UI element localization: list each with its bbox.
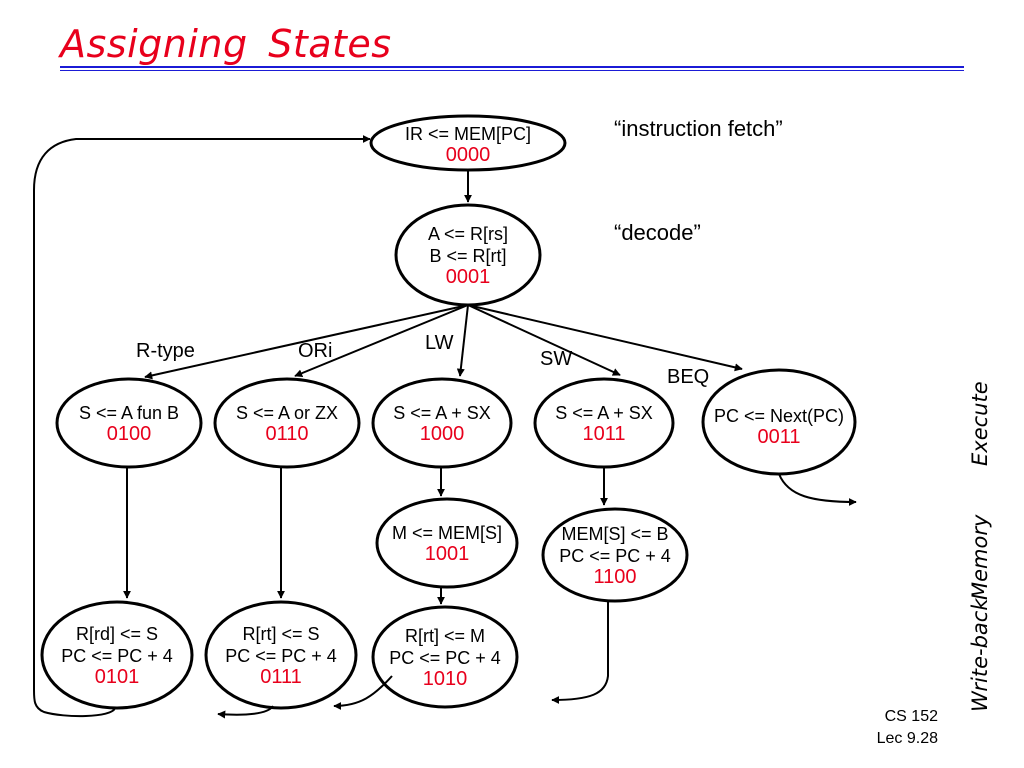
arrow-beq-exit — [778, 473, 857, 506]
state-rtype-exec-ellipse — [55, 377, 203, 469]
state-sw-exec-code: 1011 — [582, 423, 626, 445]
state-rtype-exec-line-1: S <= A fun B — [78, 403, 180, 423]
stage-label-writeback: Write-back — [968, 598, 992, 712]
state-decode: A <= R[rs] B <= R[rt] 0001 — [396, 205, 540, 305]
state-ori-exec-line-1: S <= A or ZX — [235, 403, 339, 423]
stage-label-execute: Execute — [968, 381, 992, 466]
state-rtype-wb-code: 0101 — [94, 666, 140, 688]
state-fetch-code: 0000 — [445, 144, 491, 166]
footer-course: CS 152 — [884, 708, 938, 725]
state-sw-exec: S <= A + SX 1011 — [535, 379, 673, 467]
state-fetch-line-1: IR <= MEM[PC] — [404, 124, 532, 144]
arrow-decode-to-sw — [467, 304, 621, 376]
state-lw-mem: M <= MEM[S] 1001 — [377, 499, 517, 587]
stage-label-memory: Memory — [968, 514, 992, 600]
state-ori-wb-code: 0111 — [260, 666, 302, 688]
edge-label-lw: LW — [425, 332, 454, 354]
state-ori-wb-line-2: PC <= PC + 4 — [225, 646, 337, 666]
state-ori-exec-ellipse — [213, 377, 361, 469]
arrow-decode-to-lw — [456, 304, 469, 377]
edge-label-rtype: R-type — [136, 340, 195, 362]
arrow-ori-exit — [217, 705, 274, 719]
state-beq-exec-code: 0011 — [757, 426, 801, 448]
state-decode-line-1: A <= R[rs] — [427, 224, 509, 244]
arrow-decode-to-beq — [467, 304, 743, 372]
slide-title: Assigning States — [60, 22, 392, 66]
state-fetch: IR <= MEM[PC] 0000 — [370, 116, 566, 172]
state-lw-mem-line-1: M <= MEM[S] — [391, 523, 503, 543]
state-sw-exec-line-1: S <= A + SX — [555, 403, 653, 423]
arrow-return-to-fetch — [33, 135, 371, 718]
state-fetch-ellipse — [369, 114, 567, 172]
state-sw-mem-line-2: PC <= PC + 4 — [559, 546, 671, 566]
footer-lecture: Lec 9.28 — [876, 730, 938, 747]
state-ori-wb-line-1: R[rt] <= S — [242, 624, 320, 644]
state-lw-mem-code: 1001 — [424, 543, 470, 565]
note-decode: “decode” — [614, 220, 701, 245]
state-lw-wb-code: 1010 — [422, 668, 468, 690]
state-sw-mem-line-1: MEM[S] <= B — [561, 524, 669, 544]
arrow-decode-to-ori — [294, 304, 469, 377]
title-rule — [60, 66, 964, 68]
state-decode-code: 0001 — [445, 266, 491, 288]
state-rtype-exec: S <= A fun B 0100 — [57, 379, 201, 467]
state-rtype-wb: R[rd] <= S PC <= PC + 4 0101 — [42, 602, 192, 708]
edge-label-beq: BEQ — [667, 366, 710, 388]
title-rule-thin — [60, 70, 964, 71]
state-ori-exec-code: 0110 — [265, 423, 309, 445]
state-lw-wb: R[rt] <= M PC <= PC + 4 1010 — [373, 607, 517, 707]
state-lw-exec-code: 1000 — [419, 423, 465, 445]
edge-label-sw: SW — [540, 348, 573, 370]
state-lw-mem-ellipse — [375, 497, 519, 589]
slide-footer: CS 152 Lec 9.28 — [877, 706, 938, 750]
state-sw-mem-ellipse — [541, 507, 689, 603]
state-sw-mem: MEM[S] <= B PC <= PC + 4 1100 — [543, 509, 687, 601]
arrow-decode-to-rtype — [144, 304, 469, 380]
edge-label-ori: ORi — [298, 340, 333, 362]
state-lw-wb-ellipse — [371, 605, 519, 709]
state-lw-wb-line-1: R[rt] <= M — [404, 626, 485, 646]
state-rtype-wb-line-1: R[rd] <= S — [75, 624, 159, 644]
state-decode-line-2: B <= R[rt] — [429, 246, 507, 266]
arrow-lw-exit — [333, 675, 393, 710]
state-ori-wb: R[rt] <= S PC <= PC + 4 0111 — [206, 602, 356, 708]
arrow-sw-exit — [551, 601, 609, 704]
state-lw-exec-line-1: S <= A + SX — [393, 403, 491, 423]
state-beq-exec: PC <= Next(PC) 0011 — [703, 382, 855, 470]
state-ori-exec: S <= A or ZX 0110 — [215, 379, 359, 467]
state-sw-mem-code: 1100 — [593, 566, 637, 588]
note-instruction-fetch: “instruction fetch” — [614, 116, 783, 141]
state-beq-exec-line-1: PC <= Next(PC) — [713, 406, 845, 426]
state-rtype-exec-code: 0100 — [106, 423, 152, 445]
state-ori-wb-ellipse — [204, 600, 358, 710]
state-lw-wb-line-2: PC <= PC + 4 — [389, 648, 501, 668]
state-rtype-wb-ellipse — [40, 600, 194, 710]
state-rtype-wb-line-2: PC <= PC + 4 — [61, 646, 173, 666]
state-lw-exec: S <= A + SX 1000 — [373, 379, 511, 467]
